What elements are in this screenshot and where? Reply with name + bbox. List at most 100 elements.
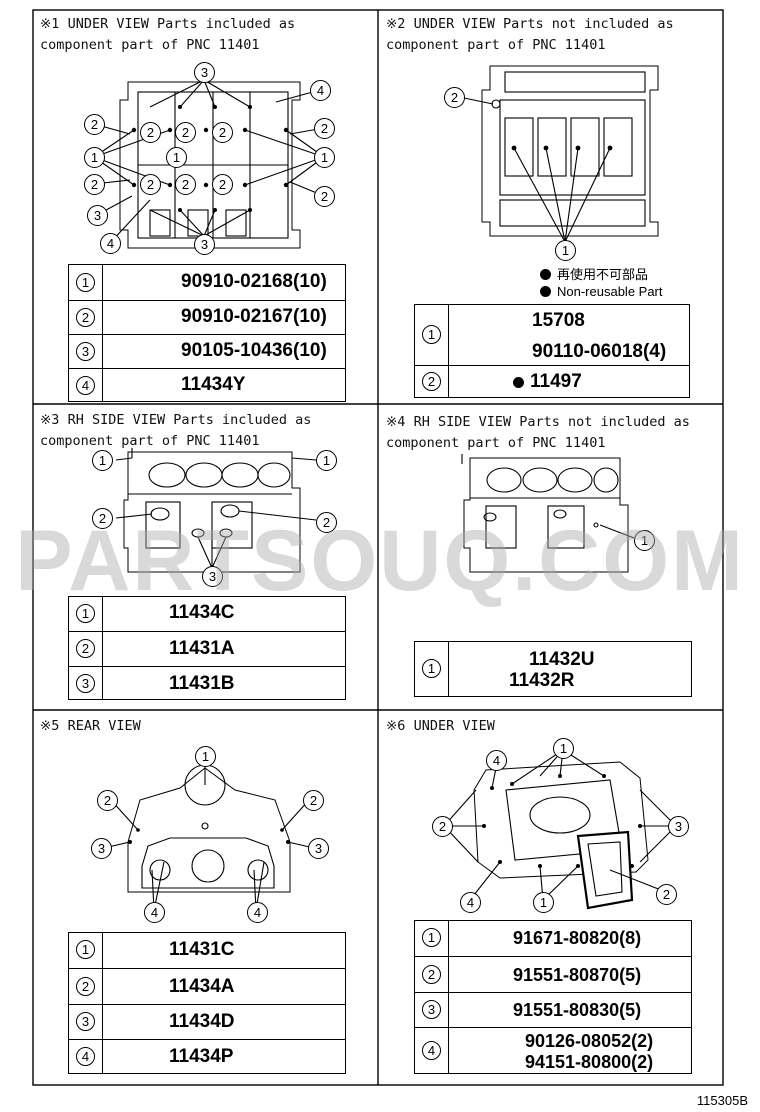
panel4-caption: ※4 RH SIDE VIEW Parts not included as co…	[386, 414, 690, 451]
panel3-parts-table: 1 11434C 2 11431A 3 11431B	[68, 596, 346, 700]
callout-marker: 4	[310, 80, 331, 101]
callout-marker: 4	[460, 892, 481, 913]
table-row: 2 90910-02167(10)	[69, 300, 345, 334]
callout-marker: 2	[314, 118, 335, 139]
callout-marker: 2	[140, 174, 161, 195]
callout-marker: 1	[84, 147, 105, 168]
part-number[interactable]: 11431C	[169, 939, 235, 960]
callout-marker: 4	[486, 750, 507, 771]
callout-marker: 2	[175, 174, 196, 195]
non-reusable-dot-icon	[540, 269, 551, 280]
panel5-caption: ※5 REAR VIEW	[40, 718, 141, 734]
table-row: 4 11434P	[69, 1039, 345, 1074]
part-number[interactable]: 90910-02167(10)	[181, 306, 327, 327]
ref-number: 4	[422, 1041, 441, 1060]
part-number[interactable]: 94151-80800(2)	[525, 1052, 654, 1072]
ref-number: 4	[76, 376, 95, 395]
ref-number: 2	[76, 308, 95, 327]
callout-marker: 2	[140, 122, 161, 143]
callout-marker: 3	[668, 816, 689, 837]
callout-marker: 1	[533, 892, 554, 913]
panel4-parts-table: 1 11432U 11432R	[414, 641, 692, 697]
table-row: 1 11434C	[69, 597, 345, 631]
part-number[interactable]: 11434A	[169, 976, 235, 997]
ref-number: 2	[76, 977, 95, 996]
panel6-caption: ※6 UNDER VIEW	[386, 718, 495, 734]
part-number[interactable]: 15708	[532, 310, 585, 331]
panel1-parts-table: 1 90910-02168(10) 2 90910-02167(10) 3 90…	[68, 264, 346, 402]
ref-number: 3	[76, 342, 95, 361]
panel4-block-drawing	[461, 454, 635, 573]
callout-marker: 2	[212, 122, 233, 143]
callout-marker: 3	[194, 234, 215, 255]
panel5-parts-table: 1 11431C 2 11434A 3 11434D 4 11434P	[68, 932, 346, 1074]
callout-marker: 2	[316, 512, 337, 533]
callout-marker: 3	[91, 838, 112, 859]
legend-item-jp: 再使用不可部品	[540, 264, 648, 283]
callout-marker: 1	[634, 530, 655, 551]
callout-marker: 4	[100, 233, 121, 254]
callout-marker: 1	[195, 746, 216, 767]
callout-marker: 1	[553, 738, 574, 759]
drawing-code: 115305B	[696, 1093, 748, 1108]
table-row: 4 11434Y	[69, 368, 345, 402]
callout-marker: 2	[92, 508, 113, 529]
callout-marker: 2	[432, 816, 453, 837]
callout-marker: 3	[194, 62, 215, 83]
part-number[interactable]: 11434Y	[181, 374, 246, 395]
table-row: 1 11431C	[69, 933, 345, 968]
callout-marker: 2	[84, 114, 105, 135]
part-number[interactable]: 91551-80830(5)	[513, 1000, 642, 1020]
ref-number: 2	[422, 372, 441, 391]
panel1-block-drawing	[93, 79, 325, 249]
callout-marker: 1	[316, 450, 337, 471]
callout-marker: 3	[87, 205, 108, 226]
part-number[interactable]: 11432R	[509, 670, 575, 691]
ref-number: 3	[76, 1012, 95, 1031]
callout-marker: 2	[444, 87, 465, 108]
panel2-parts-table: 1 15708 90110-06018(4) 2 11497	[414, 304, 690, 398]
ref-number: 2	[422, 965, 441, 984]
callout-marker: 2	[212, 174, 233, 195]
part-number[interactable]: 11434D	[169, 1011, 235, 1032]
table-row: 1 90910-02168(10)	[69, 265, 345, 300]
callout-marker: 2	[84, 174, 105, 195]
part-number[interactable]: 11434P	[169, 1046, 234, 1067]
non-reusable-dot-icon	[540, 286, 551, 297]
table-row: 2 11497	[415, 365, 689, 398]
part-number[interactable]: 90110-06018(4)	[532, 341, 667, 362]
part-number[interactable]: 90126-08052(2)	[525, 1031, 654, 1051]
callout-marker: 2	[303, 790, 324, 811]
panel6-pan-drawing	[443, 749, 677, 910]
ref-number: 1	[422, 325, 441, 344]
part-number[interactable]: 11497	[513, 371, 582, 393]
table-row: 1 11432U 11432R	[415, 642, 691, 696]
part-number[interactable]: 11434C	[169, 602, 235, 623]
part-number[interactable]: 11432U	[529, 649, 595, 670]
ref-number: 2	[76, 639, 95, 658]
panel3-block-drawing	[115, 448, 317, 573]
table-row: 2 11434A	[69, 968, 345, 1004]
table-row: 3 11434D	[69, 1004, 345, 1039]
callout-marker: 1	[314, 147, 335, 168]
part-number[interactable]: 11431A	[169, 638, 235, 659]
table-row: 1 15708 90110-06018(4)	[415, 305, 689, 365]
callout-marker: 3	[308, 838, 329, 859]
callout-marker: 2	[314, 186, 335, 207]
callout-marker: 1	[166, 147, 187, 168]
part-number[interactable]: 91671-80820(8)	[513, 928, 642, 948]
non-reusable-dot-icon	[513, 377, 524, 388]
part-number[interactable]: 90910-02168(10)	[181, 271, 327, 292]
callout-marker: 1	[555, 240, 576, 261]
ref-number: 1	[422, 928, 441, 947]
table-row: 3 91551-80830(5)	[415, 992, 691, 1027]
panel1-caption: ※1 UNDER VIEW Parts included as componen…	[40, 16, 296, 53]
part-number[interactable]: 91551-80870(5)	[513, 965, 642, 985]
ref-number: 3	[422, 1000, 441, 1019]
part-number[interactable]: 11431B	[169, 673, 235, 694]
callout-marker: 2	[97, 790, 118, 811]
callout-marker: 2	[175, 122, 196, 143]
part-number[interactable]: 90105-10436(10)	[181, 340, 327, 361]
